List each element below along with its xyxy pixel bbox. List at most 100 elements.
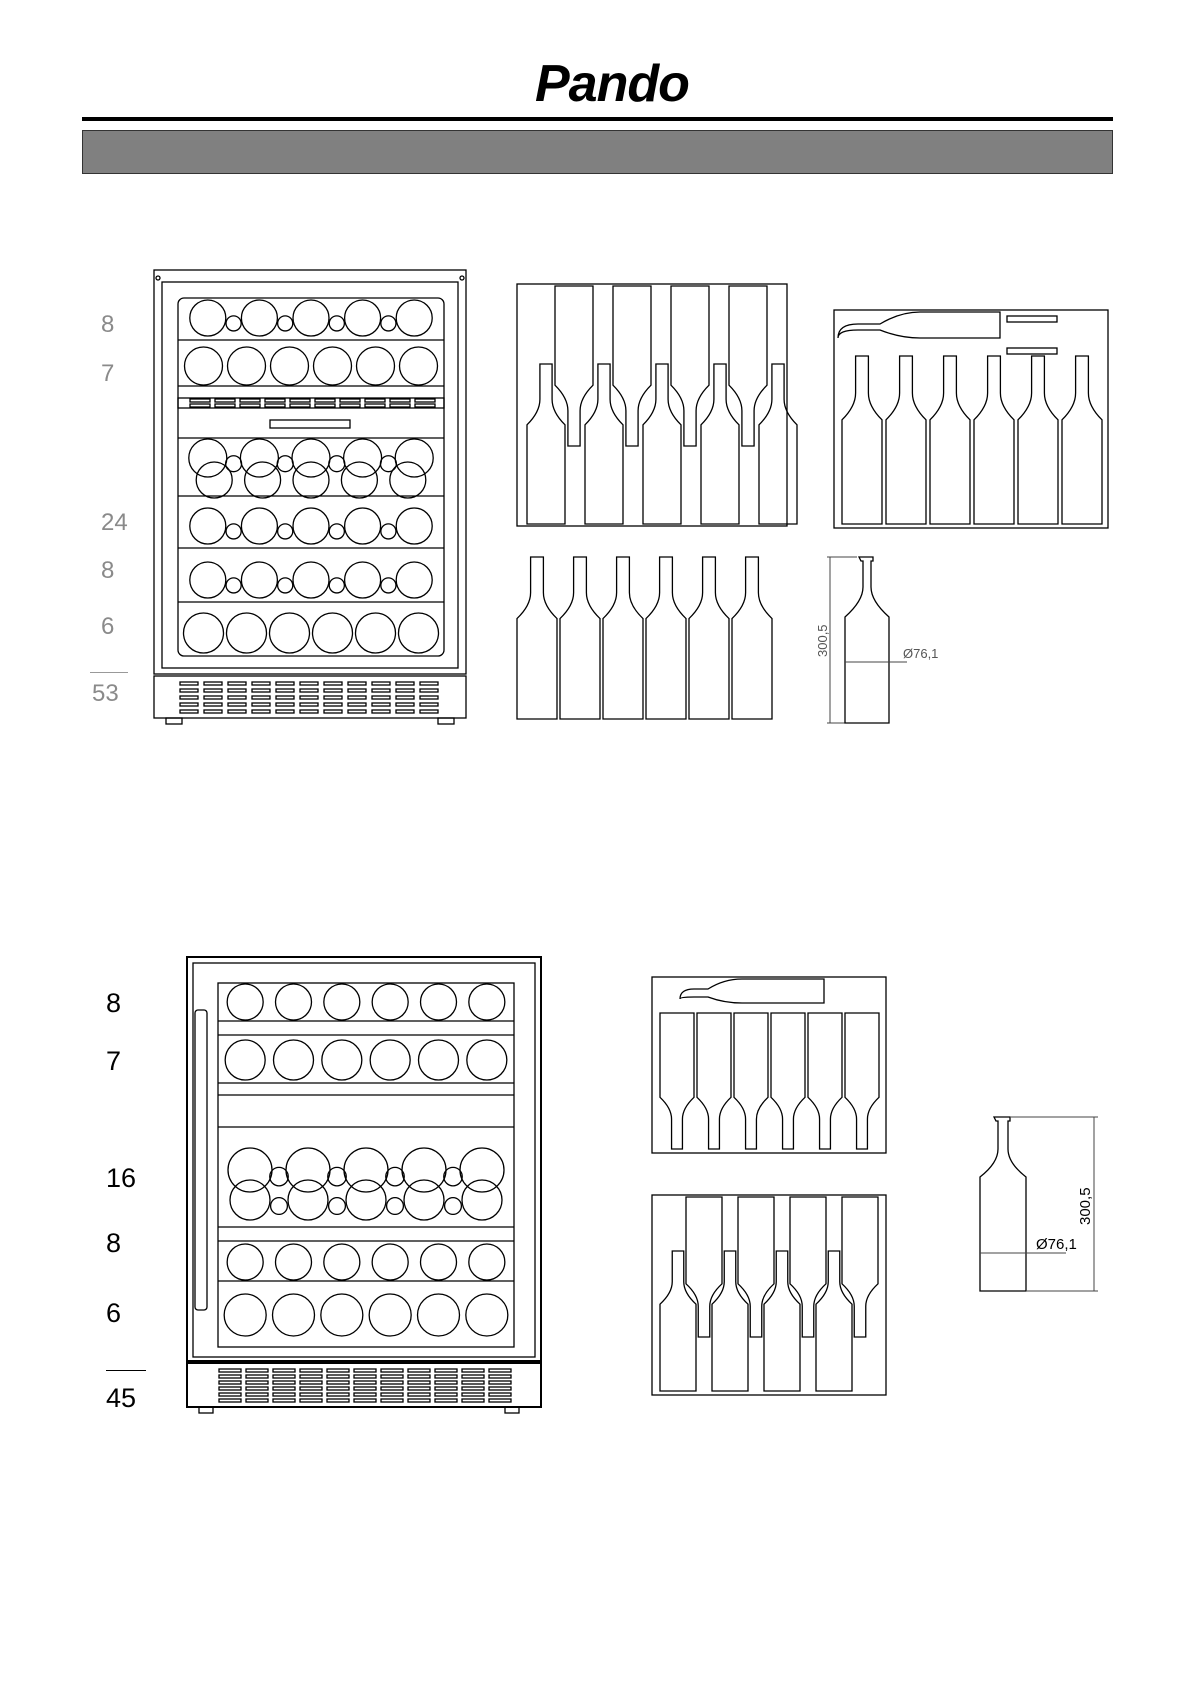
- model-b-front-view: [185, 955, 545, 1415]
- bottle-end: [396, 562, 432, 598]
- vent-slot: [300, 696, 318, 699]
- vent-slot: [180, 689, 198, 692]
- vent-slot: [315, 399, 335, 402]
- vent-slot: [300, 682, 318, 685]
- bottle-end: [226, 316, 241, 331]
- bottle-end: [230, 1180, 270, 1220]
- vent-slot: [354, 1375, 376, 1378]
- model-b-count-shelf-1: 8: [106, 990, 121, 1017]
- vent-slot: [246, 1399, 268, 1402]
- bottle-end: [228, 347, 266, 385]
- model-b-height-label: 300,5: [1077, 1187, 1094, 1225]
- vent-slot: [180, 696, 198, 699]
- vent-slot: [300, 1381, 322, 1384]
- vent-slot: [324, 710, 342, 713]
- vent-slot: [265, 404, 285, 407]
- vent-slot: [204, 696, 222, 699]
- bottle-outline: [1018, 356, 1058, 524]
- vent-slot: [390, 404, 410, 407]
- model-b-diameter-label: Ø76,1: [1036, 1236, 1077, 1253]
- vent-slot: [415, 399, 435, 402]
- vent-slot: [408, 1375, 430, 1378]
- bottle-end: [344, 439, 382, 477]
- vent-slot: [381, 1375, 403, 1378]
- bottle-end: [372, 1244, 408, 1280]
- vent-slot: [252, 682, 270, 685]
- bottle-end: [370, 1040, 410, 1080]
- bottle-end: [240, 439, 278, 477]
- vent-slot: [462, 1387, 484, 1390]
- vent-slot: [435, 1381, 457, 1384]
- bottle-outline: [842, 1197, 878, 1337]
- vent-slot: [215, 399, 235, 402]
- vent-slot: [300, 1399, 322, 1402]
- vent-slot: [372, 703, 390, 706]
- vent-slot: [348, 689, 366, 692]
- bottle-outline: [712, 1251, 748, 1391]
- vent-slot: [435, 1375, 457, 1378]
- bottle-end: [381, 578, 396, 593]
- vent-slot: [273, 1387, 295, 1390]
- vent-slot: [300, 689, 318, 692]
- model-a-count-zone-2: 24: [101, 511, 128, 535]
- vent-slot: [396, 710, 414, 713]
- vent-slot: [489, 1393, 511, 1396]
- vent-slot: [240, 399, 260, 402]
- vent-slot: [372, 689, 390, 692]
- vent-slot: [327, 1399, 349, 1402]
- rack-bar: [1007, 348, 1057, 354]
- vent-slot: [489, 1399, 511, 1402]
- bottle-end: [418, 1294, 460, 1336]
- vent-slot: [381, 1381, 403, 1384]
- model-b-count-shelf-4: 8: [106, 1230, 121, 1257]
- bottle-outline: [646, 557, 686, 719]
- bottle-end: [462, 1180, 502, 1220]
- vent-slot: [300, 703, 318, 706]
- vent-slot: [365, 399, 385, 402]
- bottle-end: [369, 1294, 411, 1336]
- bottle-outline: [686, 1197, 722, 1337]
- vent-slot: [324, 689, 342, 692]
- vent-slot: [300, 710, 318, 713]
- bottle-end: [227, 613, 267, 653]
- vent-slot: [420, 682, 438, 685]
- vent-slot: [273, 1369, 295, 1372]
- bottle-end: [445, 1198, 462, 1215]
- bottle-end: [400, 347, 438, 385]
- bottle-end: [314, 347, 352, 385]
- vent-slot: [348, 696, 366, 699]
- bottle-end: [372, 984, 408, 1020]
- vent-slot: [246, 1381, 268, 1384]
- model-a-count-shelf-1: 8: [101, 313, 114, 337]
- bottle-outline-lying: [838, 312, 1000, 338]
- vent-slot: [462, 1393, 484, 1396]
- brand-logo: Pando: [535, 58, 689, 110]
- vent-slot: [354, 1393, 376, 1396]
- vent-slot: [300, 1375, 322, 1378]
- bottle-end: [293, 562, 329, 598]
- bottle-outline: [734, 1013, 768, 1149]
- vent-slot: [315, 404, 335, 407]
- vent-slot: [219, 1387, 241, 1390]
- bottle-end: [402, 1148, 446, 1192]
- bottle-end: [322, 1040, 362, 1080]
- bottle-end: [329, 1198, 346, 1215]
- vent-slot: [240, 404, 260, 407]
- bottle-end: [288, 1180, 328, 1220]
- model-a-count-shelf-5: 6: [101, 615, 114, 639]
- vent-slot: [327, 1387, 349, 1390]
- vent-slot: [408, 1393, 430, 1396]
- vent-slot: [489, 1375, 511, 1378]
- vent-slot: [180, 703, 198, 706]
- vent-slot: [228, 696, 246, 699]
- bottle-outline: [603, 557, 643, 719]
- bottle-end: [293, 508, 329, 544]
- vent-slot: [381, 1399, 403, 1402]
- vent-slot: [372, 710, 390, 713]
- bottle-end: [293, 300, 329, 336]
- vent-slot: [396, 696, 414, 699]
- bottle-end: [227, 1244, 263, 1280]
- bottle-end: [292, 439, 330, 477]
- bottle-end: [277, 456, 293, 472]
- vent-slot: [252, 703, 270, 706]
